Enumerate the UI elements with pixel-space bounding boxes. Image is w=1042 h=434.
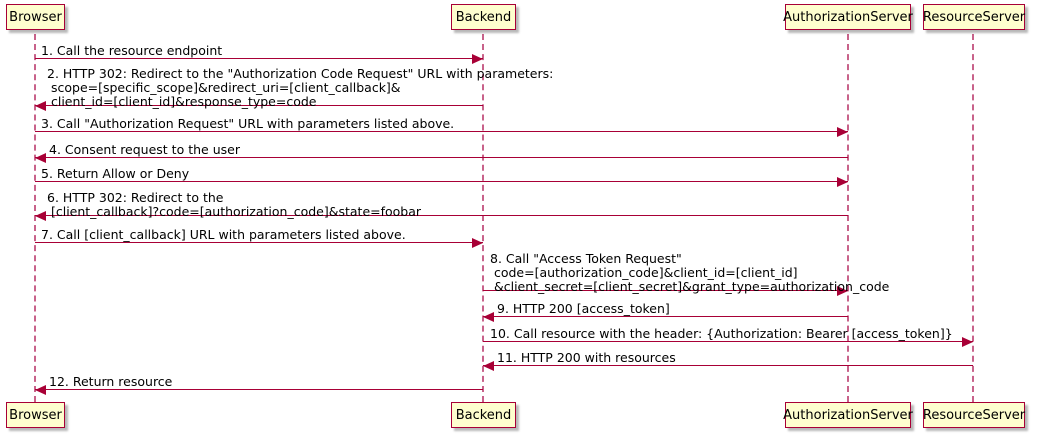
message-line-4 xyxy=(35,157,848,158)
message-line-10 xyxy=(483,341,973,342)
message-arrowhead-1 xyxy=(472,54,483,64)
message-label-12: 12. Return resource xyxy=(49,374,173,389)
message-arrowhead-10 xyxy=(962,337,973,347)
participant-authserver-bottom[interactable]: AuthorizationServer xyxy=(783,402,913,428)
message-label-11: 11. HTTP 200 with resources xyxy=(497,350,676,365)
message-line-12 xyxy=(35,389,483,390)
message-line-1 xyxy=(35,58,483,59)
participant-resourceserver-top[interactable]: ResourceServer xyxy=(923,4,1025,30)
message-arrowhead-4 xyxy=(35,153,46,163)
message-line-11 xyxy=(483,365,973,366)
message-arrowhead-12 xyxy=(35,385,46,395)
message-label-10: 10. Call resource with the header: {Auth… xyxy=(490,326,953,341)
message-arrowhead-2 xyxy=(35,101,46,111)
message-line-5 xyxy=(35,181,848,182)
message-arrowhead-8 xyxy=(837,286,848,296)
message-label-4: 4. Consent request to the user xyxy=(49,142,240,157)
message-arrowhead-3 xyxy=(837,127,848,137)
message-label-8: 8. Call "Access Token Request" code=[aut… xyxy=(490,251,890,294)
message-label-2: 2. HTTP 302: Redirect to the "Authorizat… xyxy=(47,66,554,109)
message-arrowhead-6 xyxy=(35,211,46,221)
participant-backend-top[interactable]: Backend xyxy=(451,4,516,30)
participant-backend-bottom[interactable]: Backend xyxy=(451,402,516,428)
message-label-5: 5. Return Allow or Deny xyxy=(41,166,190,181)
message-label-1: 1. Call the resource endpoint xyxy=(41,43,223,58)
participant-authserver-top[interactable]: AuthorizationServer xyxy=(783,4,913,30)
message-arrowhead-9 xyxy=(483,312,494,322)
message-label-3: 3. Call "Authorization Request" URL with… xyxy=(41,116,455,131)
lifeline-resourceserver xyxy=(972,34,974,402)
message-label-9: 9. HTTP 200 [access_token] xyxy=(497,301,670,316)
participant-browser-top[interactable]: Browser xyxy=(6,4,65,30)
message-line-3 xyxy=(35,131,848,132)
message-label-7: 7. Call [client_callback] URL with param… xyxy=(41,227,406,242)
participant-resourceserver-bottom[interactable]: ResourceServer xyxy=(923,402,1025,428)
message-line-2 xyxy=(35,105,483,106)
message-line-7 xyxy=(35,242,483,243)
message-line-9 xyxy=(483,316,848,317)
message-arrowhead-5 xyxy=(837,177,848,187)
message-line-8 xyxy=(483,290,848,291)
lifeline-backend xyxy=(482,34,484,402)
message-arrowhead-11 xyxy=(483,361,494,371)
message-arrowhead-7 xyxy=(472,238,483,248)
participant-browser-bottom[interactable]: Browser xyxy=(6,402,65,428)
message-line-6 xyxy=(35,215,848,216)
message-label-6: 6. HTTP 302: Redirect to the [client_cal… xyxy=(47,190,422,219)
lifeline-authserver xyxy=(847,34,849,402)
